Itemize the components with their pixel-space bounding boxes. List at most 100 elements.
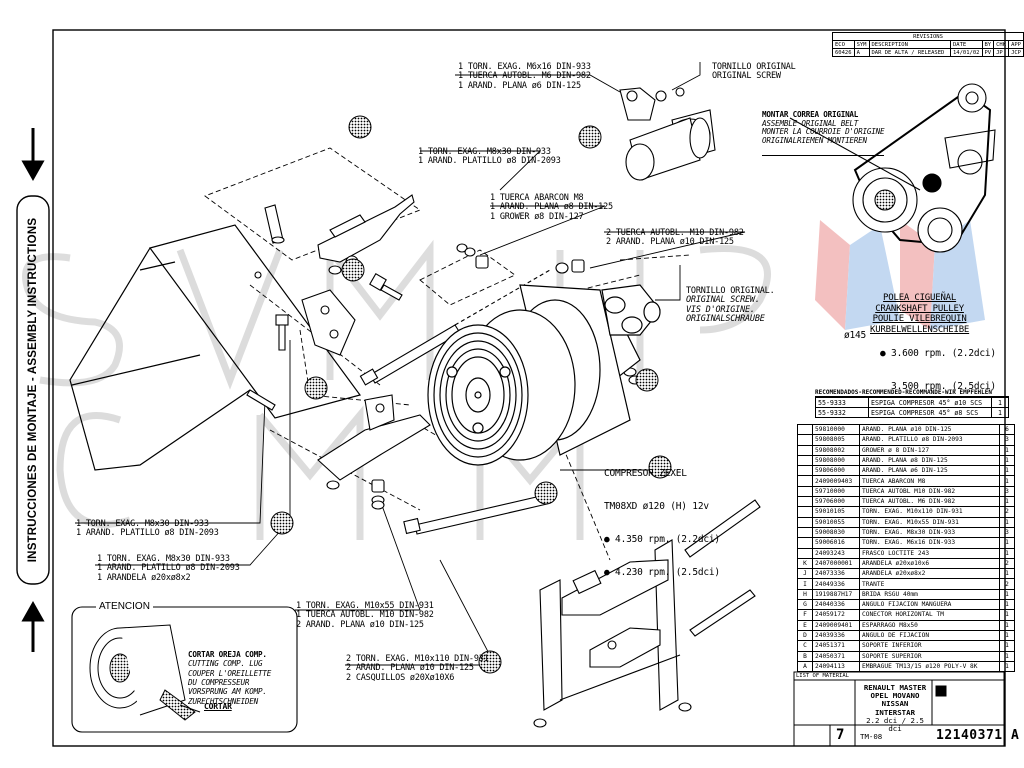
revisions-table: REVISIONS ECO SYM DESCRIPTION DATE BY CH…: [832, 32, 1024, 57]
bom-desc: ANGULO FIJACION MANGUERA: [859, 599, 1000, 611]
rev-cell: PV: [981, 48, 995, 57]
pulley-rpm: ● 3.600 rpm. (2.2dci) 3.500 rpm. (2.5dci…: [880, 348, 996, 392]
bom-desc: TUERCA AUTOBL M10 DIN-982: [859, 485, 1000, 498]
rev-cell: A: [853, 48, 870, 57]
bom-code: 24039336: [812, 629, 860, 642]
bom-id: K: [797, 557, 813, 570]
bom-desc: TRANTE: [859, 578, 1000, 590]
sheet-number: 7: [836, 727, 845, 743]
bom-desc: SOPORTE INFERIOR: [859, 640, 1000, 652]
bom-id: [797, 465, 813, 477]
bom-desc: ARAND. PLANA ø10 DIN-125: [859, 423, 1000, 436]
bom-code: 59806000: [812, 465, 860, 477]
rev-col: DATE: [950, 40, 983, 49]
rev-col: SYM: [853, 40, 870, 49]
lower-brackets: [539, 539, 681, 711]
bom-code: 24051371: [812, 640, 860, 652]
bom-qty: 1: [999, 568, 1015, 580]
bom-desc: TUERCA ABARCON M8: [859, 475, 1000, 487]
bom-qty: 1: [999, 660, 1015, 673]
bom-code: 59706000: [812, 496, 860, 508]
bom-qty: 1: [999, 588, 1015, 601]
note-original-screw-mid: TORNILLO ORIGINAL.ORIGINAL SCREW.VIS D'O…: [686, 285, 775, 325]
bom-id: [797, 423, 813, 436]
table-row: 55-9333 ESPIGA COMPRESOR 45° ø10 SCS 1: [815, 397, 1009, 408]
bom-code: 2409009401: [812, 619, 860, 631]
bom-code: 59006016: [812, 537, 860, 549]
bom-qty: 1: [999, 516, 1015, 528]
bom-qty: 1: [999, 650, 1015, 662]
bom-code: 2407000001: [812, 557, 860, 570]
compressor-label: COMPRESOR ZEXEL TM08XD ø120 (H) 12v ● 4.…: [604, 468, 720, 578]
rev-cell: JCP: [1008, 48, 1024, 57]
belt-diagram: [789, 83, 996, 253]
bom-desc: TORN. EXAG. M8x30 DIN-933: [859, 526, 1000, 539]
bom-qty: 6: [999, 423, 1015, 436]
bom-qty: 1: [999, 609, 1015, 621]
cut-label: CORTAR: [204, 702, 232, 711]
bom-id: [797, 547, 813, 559]
bom-id: [797, 444, 813, 456]
bom-id: F: [797, 609, 813, 621]
attention-label: ATENCION: [96, 601, 153, 612]
rev-col: BY: [981, 40, 995, 49]
rev-col: DESCRIPTION: [868, 40, 951, 49]
attention-compressor: [89, 624, 201, 721]
bom-qty: 1: [999, 496, 1015, 508]
bom-id: A: [797, 660, 813, 673]
bom-id: G: [797, 599, 813, 611]
side-title: INSTRUCCIONES DE MONTAJE - ASSEMBLY INST…: [27, 217, 40, 563]
bom-code: 59010055: [812, 516, 860, 528]
bom-qty: 3: [999, 526, 1015, 539]
bom-desc: BRIDA RSGU 40mm: [859, 588, 1000, 601]
rev-cell: 14/01/02: [950, 48, 983, 57]
bom-code: 24059172: [812, 609, 860, 621]
main-compressor: [427, 284, 661, 466]
bom-qty: 2: [999, 506, 1015, 518]
rec-code: 55-9333: [815, 397, 869, 408]
drawing-number: 12140371 A: [936, 728, 1020, 743]
bom-id: B: [797, 650, 813, 662]
bom-qty: 1: [999, 619, 1015, 631]
rev-col: APP: [1008, 40, 1024, 49]
bom-desc: ARAND. PLANA ø8 DIN-125: [859, 454, 1000, 467]
bom-id: C: [797, 640, 813, 652]
bom-qty: 2: [999, 557, 1015, 570]
bom-code: 24040336: [812, 599, 860, 611]
bom-desc: TORN. EXAG. M10x55 DIN-931: [859, 516, 1000, 528]
bom-code: 59808002: [812, 444, 860, 456]
bom-qty: 1: [999, 475, 1015, 487]
rev-cell: JP: [993, 48, 1010, 57]
gear-icon: ●: [604, 567, 616, 578]
pulley-diameter: ø145: [844, 330, 867, 341]
bom-code: 2409009403: [812, 475, 860, 487]
bom-code: 59710000: [812, 485, 860, 498]
leader-lines: [75, 62, 746, 666]
rec-qty: 1: [991, 407, 1009, 418]
bom-desc: CONECTOR HORIZONTAL TM: [859, 609, 1000, 621]
list-of-material-header: LIST OF MATERIAL: [796, 673, 849, 679]
bom-qty: 1: [999, 629, 1015, 642]
flag-watermark: [815, 220, 985, 330]
bom-id: [797, 506, 813, 518]
